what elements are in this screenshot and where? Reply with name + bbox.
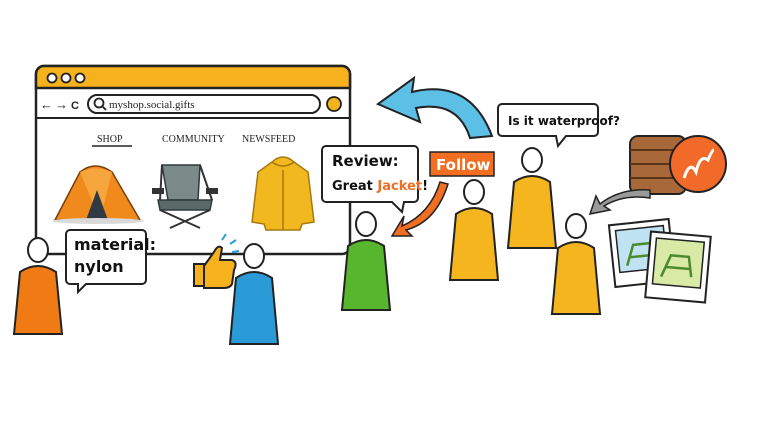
review-speech-bubble: Review: Great Jacket!: [322, 146, 428, 212]
blue-curved-arrow-icon: [378, 78, 492, 138]
browser-window: ← → C myshop.social.gifts SHOP COMMUNITY…: [36, 66, 350, 254]
profile-button[interactable]: [327, 97, 341, 111]
tab-newsfeed[interactable]: NEWSFEED: [242, 134, 295, 145]
material-speech-bubble: material: nylon: [66, 230, 156, 292]
question-text: Is it waterproof?: [508, 114, 620, 128]
window-control-maximize[interactable]: [76, 74, 85, 83]
follow-button[interactable]: Follow: [430, 152, 494, 176]
follow-button-label: Follow: [436, 156, 491, 174]
person-yellow-center: [450, 180, 498, 280]
material-label: material:: [74, 235, 156, 254]
gray-curved-arrow-icon: [590, 190, 650, 214]
forward-arrow-icon[interactable]: →: [55, 97, 68, 112]
coin-stack-icon: [630, 136, 726, 194]
url-text: myshop.social.gifts: [109, 99, 195, 111]
photo-card-front: [645, 232, 711, 303]
reload-icon[interactable]: C: [71, 100, 79, 112]
window-control-minimize[interactable]: [62, 74, 71, 83]
person-yellow-right: [552, 214, 600, 314]
review-text: Great Jacket!: [332, 179, 428, 194]
tab-shop[interactable]: SHOP: [97, 134, 123, 145]
question-speech-bubble: Is it waterproof?: [498, 104, 620, 146]
material-value: nylon: [74, 257, 124, 276]
tab-community[interactable]: COMMUNITY: [162, 134, 225, 145]
back-arrow-icon[interactable]: ←: [40, 97, 53, 112]
review-title: Review:: [332, 152, 399, 170]
window-control-close[interactable]: [48, 74, 57, 83]
person-blue: [230, 244, 278, 344]
person-yellow-top: [508, 148, 556, 248]
